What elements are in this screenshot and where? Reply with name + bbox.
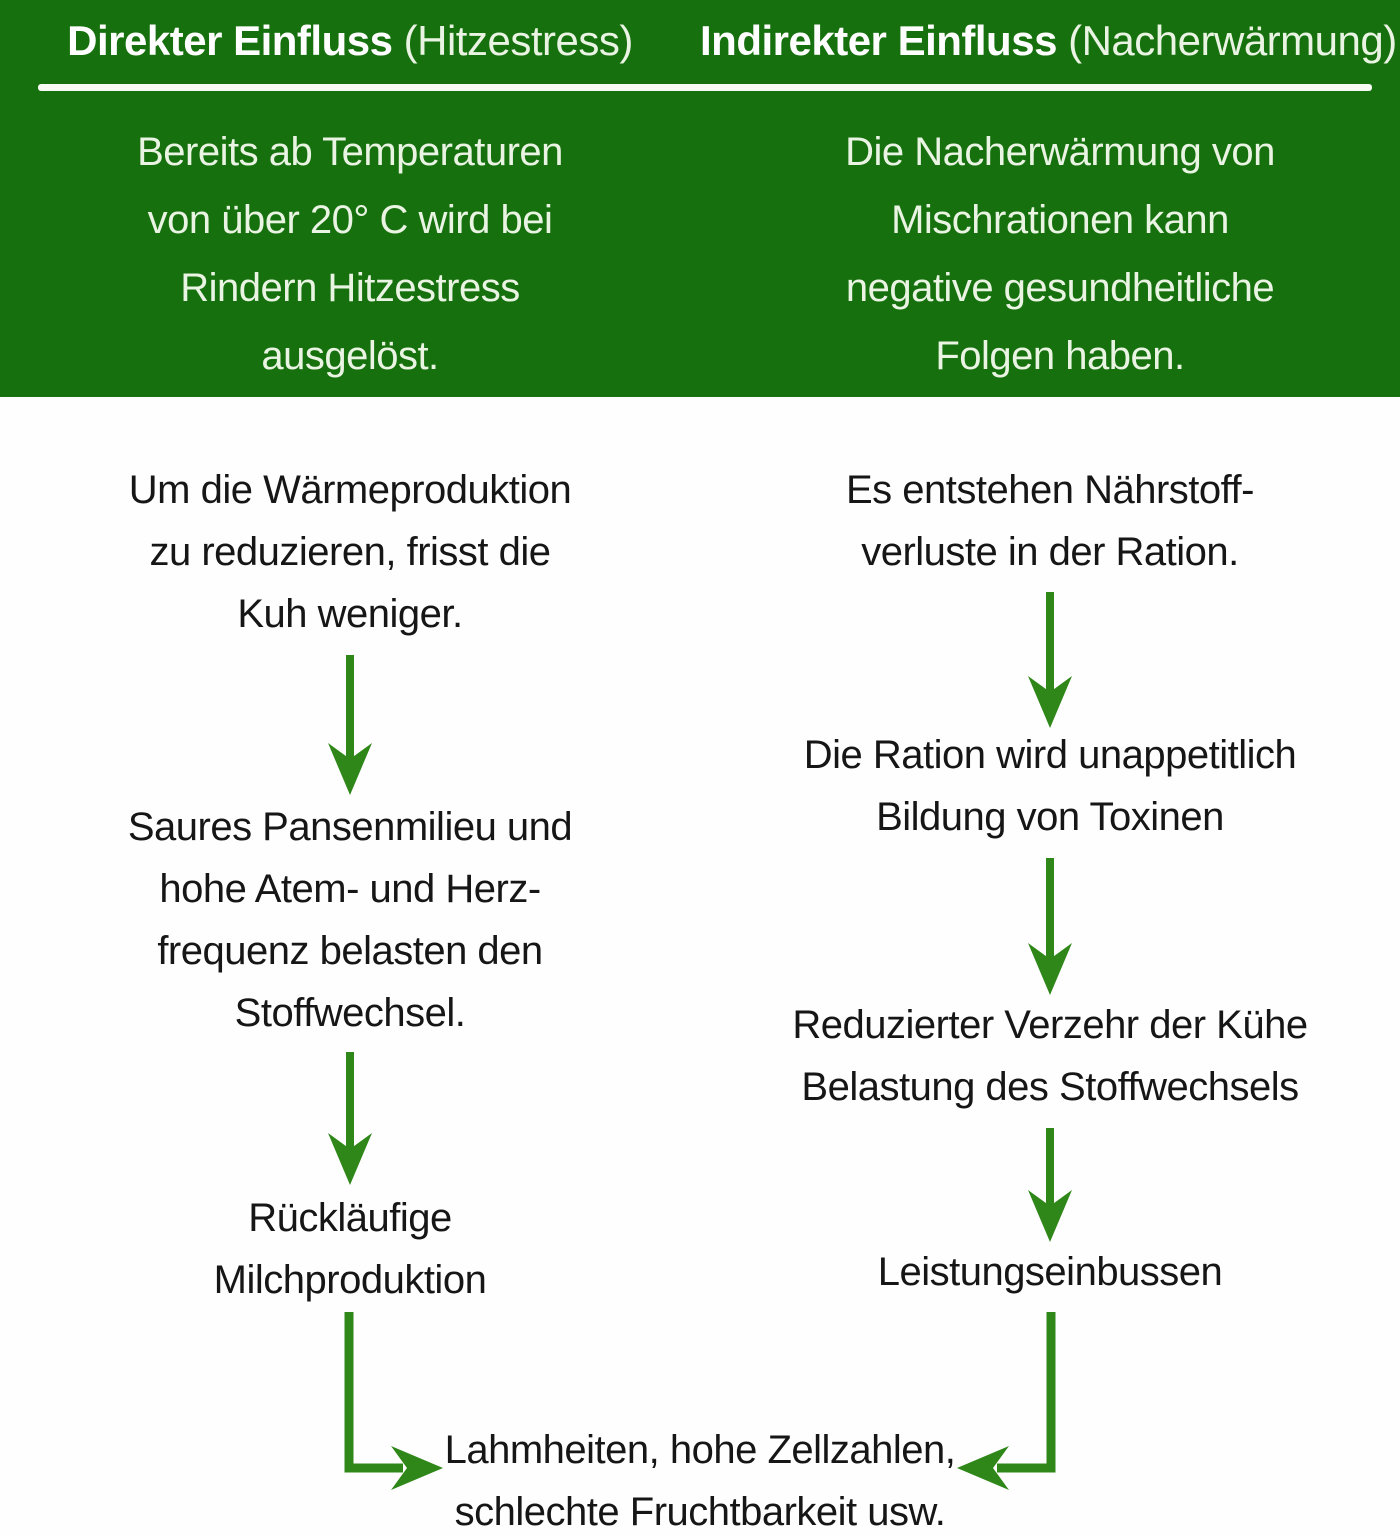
elbow-arrow-left-icon	[957, 1312, 1056, 1490]
down-arrow-icon	[1028, 858, 1072, 995]
down-arrow-icon	[328, 655, 372, 795]
left-intro-text: Bereits ab Temperaturen von über 20° C w…	[137, 130, 563, 378]
down-arrow-icon	[1028, 1128, 1072, 1242]
right-step-4: Leistungseinbussen	[877, 1250, 1223, 1294]
header-band: Direkter Einfluss (Hitzestress) Indirekt…	[0, 0, 1400, 397]
right-heading-qualifier: (Nacherwärmung)	[1068, 17, 1397, 64]
right-step-2: Die Ration wird unappetitlich Bildung vo…	[803, 733, 1297, 839]
left-heading-title: Direkter Einfluss	[67, 17, 393, 64]
right-column-heading: Indirekter Einfluss (Nacherwärmung)	[700, 16, 1397, 66]
left-column-heading: Direkter Einfluss (Hitzestress)	[10, 16, 690, 66]
left-heading-qualifier: (Hitzestress)	[403, 17, 634, 64]
right-step-1: Es entstehen Nährstoff- verluste in der …	[846, 468, 1255, 574]
right-heading-title: Indirekter Einfluss	[700, 17, 1057, 64]
right-step-3: Reduzierter Verzehr der Kühe Belastung d…	[792, 1003, 1308, 1109]
outcome-text: Lahmheiten, hohe Zellzahlen, schlechte F…	[444, 1428, 956, 1534]
header-divider-line	[38, 84, 1372, 91]
right-intro-text: Die Nacherwärmung von Mischrationen kann…	[845, 130, 1275, 378]
down-arrow-icon	[328, 1052, 372, 1185]
left-step-3: Rückläufige Milchproduktion	[213, 1196, 487, 1302]
down-arrow-icon	[1028, 592, 1072, 728]
left-step-1: Um die Wärmeproduktion zu reduzieren, fr…	[128, 468, 572, 636]
elbow-arrow-right-icon	[344, 1312, 443, 1490]
left-step-2: Saures Pansenmilieu und hohe Atem- und H…	[127, 805, 573, 1035]
